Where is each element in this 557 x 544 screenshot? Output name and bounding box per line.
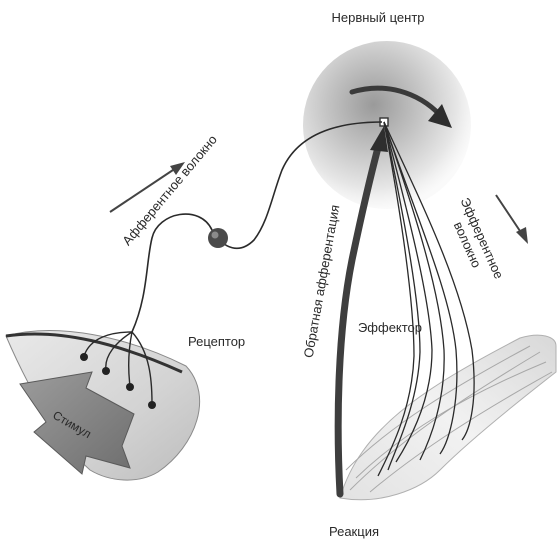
efferent-fiber-label: Эфферентное волокно bbox=[443, 195, 507, 287]
effector-muscle bbox=[340, 335, 556, 500]
nerve-center-label: Нервный центр bbox=[331, 10, 424, 25]
afferent-fiber-label: Афферентное волокно bbox=[119, 132, 220, 248]
efferent-direction-arrow bbox=[496, 195, 528, 244]
nerve-center-sphere bbox=[303, 41, 471, 209]
ganglion-cell-body bbox=[208, 228, 228, 248]
reaction-label: Реакция bbox=[329, 524, 379, 539]
receptor-label: Рецептор bbox=[188, 334, 245, 349]
effector-label: Эффектор bbox=[358, 320, 422, 335]
feedback-afferentation-label: Обратная афферентация bbox=[301, 204, 343, 359]
